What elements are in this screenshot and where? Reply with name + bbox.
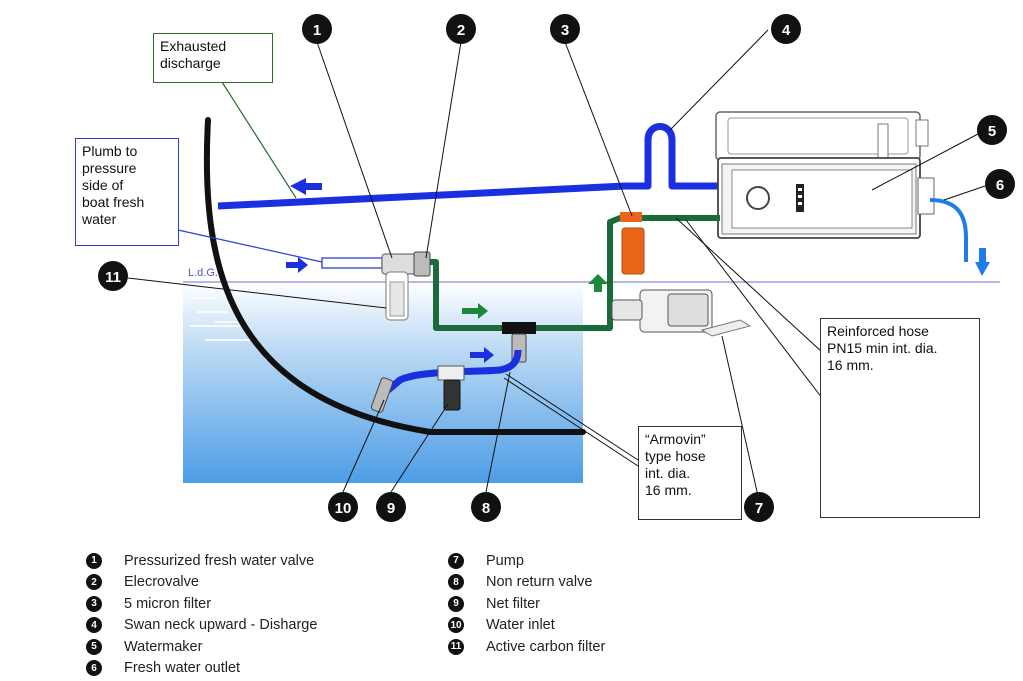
badge-8: 8 xyxy=(471,492,501,522)
svg-text:7: 7 xyxy=(755,500,763,517)
legend-label: Fresh water outlet xyxy=(124,660,241,677)
callout-reinforced-hose: Reinforced hose PN15 min int. dia. 16 mm… xyxy=(820,318,980,518)
legend-item: 6 Fresh water outlet xyxy=(86,658,317,680)
legend-item: 2 Elecrovalve xyxy=(86,572,317,594)
reinforced-leader-1 xyxy=(675,217,823,353)
legend-number: 10 xyxy=(448,617,464,634)
legend-label: Pump xyxy=(486,552,524,569)
fresh-water-outlet-hose xyxy=(929,198,968,262)
water-inlet-fitting xyxy=(370,377,394,413)
legend-item: 5 Watermaker xyxy=(86,636,317,658)
legend-number: 2 xyxy=(86,574,102,591)
legend-item: 4 Swan neck upward - Disharge xyxy=(86,615,317,637)
badge-2: 2 xyxy=(446,14,476,44)
discharge-leader xyxy=(221,81,297,199)
badge-4: 4 xyxy=(771,14,801,44)
badge-7: 7 xyxy=(744,492,774,522)
badge-6: 6 xyxy=(985,169,1015,199)
badge-10: 10 xyxy=(328,492,358,522)
badge-11: 11 xyxy=(98,261,128,291)
callout-armovin-hose: “Armovin” type hose int. dia. 16 mm. xyxy=(638,426,742,520)
legend-item: 8 Non return valve xyxy=(448,572,605,594)
legend-right: 7 Pump 8 Non return valve 9 Net filter 10 Wa… xyxy=(448,550,605,658)
callout-exhausted-discharge: Exhausted discharge xyxy=(153,33,273,83)
legend-label: Non return valve xyxy=(486,574,593,591)
net-filter xyxy=(437,365,465,411)
legend-number: 3 xyxy=(86,595,102,612)
micron-filter xyxy=(620,212,645,275)
plumb-arrow-icon xyxy=(286,257,308,273)
boat-hull xyxy=(203,117,586,435)
green-up-arrow-icon xyxy=(588,274,608,292)
armovin-leader-2 xyxy=(503,377,639,467)
svg-text:11: 11 xyxy=(105,269,121,286)
svg-text:10: 10 xyxy=(335,500,352,517)
legend-number: 9 xyxy=(448,595,464,612)
legend-label: Net filter xyxy=(486,595,540,612)
plumb-leader xyxy=(177,229,323,263)
svg-text:8: 8 xyxy=(482,500,490,517)
legend-item: 11 Active carbon filter xyxy=(448,636,605,658)
legend-item: 7 Pump xyxy=(448,550,605,572)
legend-label: Water inlet xyxy=(486,617,555,634)
reinforced-leader-2 xyxy=(685,219,823,399)
plumb-pipe xyxy=(321,257,383,269)
badge-5: 5 xyxy=(977,115,1007,145)
outlet-arrow-icon xyxy=(975,248,990,276)
legend-number: 1 xyxy=(86,552,102,569)
green-flow-arrow-icon xyxy=(462,303,488,319)
callout-plumb: Plumb to pressure side of boat fresh wat… xyxy=(75,138,179,246)
legend-number: 6 xyxy=(86,660,102,677)
legend-number: 8 xyxy=(448,574,464,591)
legend-label: Pressurized fresh water valve xyxy=(124,552,315,569)
legend-number: 5 xyxy=(86,638,102,655)
discharge-hose xyxy=(217,123,720,210)
pump xyxy=(611,289,752,337)
legend-item: 3 5 micron filter xyxy=(86,593,317,615)
legend-label: Watermaker xyxy=(124,638,203,655)
legend-item: 1 Pressurized fresh water valve xyxy=(86,550,317,572)
badge-9: 9 xyxy=(376,492,406,522)
legend-item: 9 Net filter xyxy=(448,593,605,615)
legend-number: 11 xyxy=(448,638,464,655)
discharge-arrow-icon xyxy=(290,178,322,195)
svg-text:5: 5 xyxy=(988,123,996,140)
badge-3: 3 xyxy=(550,14,580,44)
badge-1: 1 xyxy=(302,14,332,44)
leader-lines xyxy=(127,29,986,497)
legend-item: 10 Water inlet xyxy=(448,615,605,637)
svg-text:6: 6 xyxy=(996,177,1004,194)
svg-text:1: 1 xyxy=(313,22,321,39)
legend-number: 7 xyxy=(448,552,464,569)
svg-text:2: 2 xyxy=(457,22,465,39)
legend-label: Active carbon filter xyxy=(486,638,606,655)
legend-label: Elecrovalve xyxy=(124,574,199,591)
legend-label: Swan neck upward - Disharge xyxy=(124,617,318,634)
legend-label: 5 micron filter xyxy=(124,595,212,612)
watermaker-unit xyxy=(715,111,935,239)
inlet-hose xyxy=(385,349,522,393)
legend-number: 4 xyxy=(86,617,102,634)
legend-left: 1 Pressurized fresh water valve 2 Elecrova… xyxy=(86,550,317,679)
svg-text:9: 9 xyxy=(387,500,395,517)
svg-text:4: 4 xyxy=(782,22,791,39)
armovin-leader-1 xyxy=(505,373,639,461)
waterline-label: L.d.G. xyxy=(188,267,218,279)
svg-text:3: 3 xyxy=(561,22,569,39)
valve-assembly xyxy=(381,251,431,321)
inlet-arrow-icon xyxy=(470,347,494,363)
